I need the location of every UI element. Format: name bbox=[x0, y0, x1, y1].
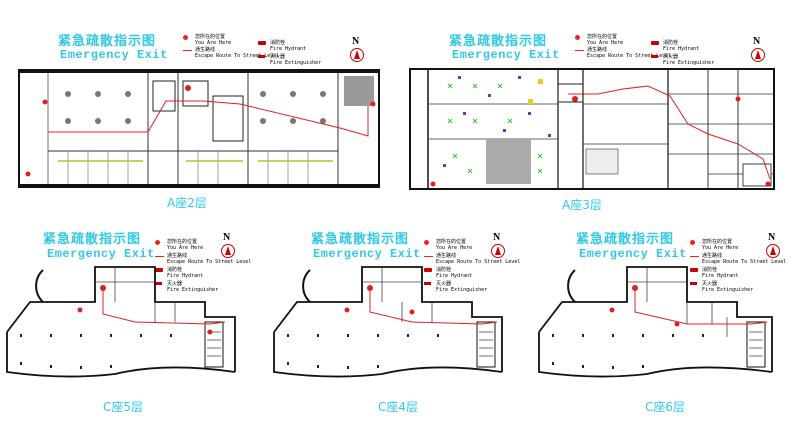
fire-extinguisher-icon bbox=[651, 55, 658, 58]
panel-title-cn: 紧急疏散指示图 bbox=[576, 232, 675, 247]
fire-hydrant-icon bbox=[155, 268, 163, 272]
floor-plan-a3 bbox=[409, 68, 775, 190]
panel-title-cn: 紧急疏散指示图 bbox=[43, 232, 142, 247]
escape-route-icon bbox=[183, 50, 192, 51]
north-arrow-icon: N bbox=[490, 232, 506, 258]
north-arrow-icon: N bbox=[220, 232, 236, 258]
you-are-here-icon bbox=[575, 35, 580, 40]
escape-route-icon bbox=[575, 50, 584, 51]
panel-title-en: Emergency Exit bbox=[60, 48, 168, 62]
you-are-here-icon bbox=[183, 35, 188, 40]
panel-title-en: Emergency Exit bbox=[452, 48, 560, 62]
floor-plan-c6 bbox=[538, 266, 773, 378]
fire-extinguisher-icon bbox=[155, 282, 162, 285]
you-are-here-icon bbox=[424, 240, 429, 245]
north-arrow-icon: N bbox=[349, 36, 365, 62]
escape-route-icon bbox=[155, 256, 164, 257]
fire-extinguisher-icon bbox=[258, 55, 265, 58]
floor-caption: A座3层 bbox=[562, 198, 602, 212]
floor-plan-c4 bbox=[273, 266, 503, 378]
north-arrow-icon: N bbox=[765, 232, 781, 258]
panel-title-en: Emergency Exit bbox=[47, 247, 155, 261]
you-are-here-icon bbox=[690, 240, 695, 245]
floor-caption: C座6层 bbox=[645, 400, 686, 414]
floor-plan-c5 bbox=[6, 266, 236, 378]
fire-hydrant-icon bbox=[258, 41, 266, 45]
you-are-here-icon bbox=[155, 240, 160, 245]
panel-title-cn: 紧急疏散指示图 bbox=[449, 34, 548, 49]
panel-title-en: Emergency Exit bbox=[313, 247, 421, 261]
floor-caption: C座4层 bbox=[378, 400, 419, 414]
panel-title-cn: 紧急疏散指示图 bbox=[58, 34, 157, 49]
fire-extinguisher-icon bbox=[690, 282, 697, 285]
floor-plan-a2 bbox=[18, 69, 380, 188]
escape-route-icon bbox=[690, 256, 699, 257]
fire-hydrant-icon bbox=[424, 268, 432, 272]
fire-hydrant-icon bbox=[651, 41, 659, 45]
north-arrow-icon: N bbox=[750, 36, 766, 62]
panel-title-cn: 紧急疏散指示图 bbox=[311, 232, 410, 247]
floor-caption: C座5层 bbox=[103, 400, 144, 414]
fire-extinguisher-icon bbox=[424, 282, 431, 285]
fire-hydrant-icon bbox=[690, 268, 698, 272]
floor-caption: A座2层 bbox=[167, 196, 207, 210]
escape-route-icon bbox=[424, 256, 433, 257]
panel-title-en: Emergency Exit bbox=[579, 247, 687, 261]
